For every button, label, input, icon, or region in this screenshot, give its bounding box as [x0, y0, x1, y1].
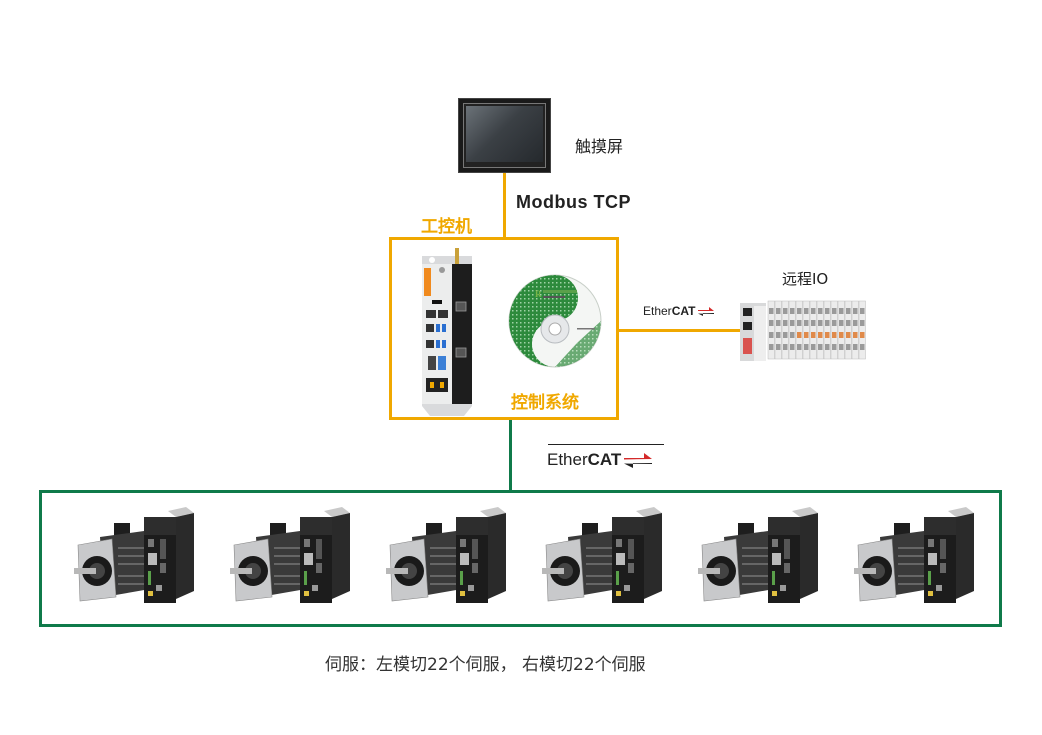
svg-text:R: R — [535, 289, 542, 299]
remote-io-module-icon — [740, 300, 866, 361]
modbus-tcp-label: Modbus TCP — [516, 192, 631, 212]
servo-motor-drive-icon — [72, 505, 197, 610]
servo-motor-drive-icon — [540, 505, 665, 610]
touchscreen-hmi-icon — [458, 98, 551, 173]
servo-group-frame — [39, 490, 1002, 627]
remote-io-label: 远程IO — [782, 270, 829, 288]
control-system-label: 控制系统 — [511, 393, 579, 413]
modbus-connection-line — [503, 173, 506, 237]
ethercat-arrows-icon — [624, 452, 653, 468]
ipc-frame — [389, 237, 619, 420]
ethercat-logo-icon: EtherCAT — [643, 304, 714, 318]
ethercat-suffix: CAT — [587, 450, 622, 469]
ethercat-prefix: Ether — [643, 304, 672, 318]
servo-motor-drive-icon — [696, 505, 821, 610]
touchscreen-label: 触摸屏 — [575, 137, 624, 156]
ethercat-logo-icon: EtherCAT — [547, 450, 653, 470]
ethercat-servo-line — [509, 420, 512, 490]
industrial-pc-icon — [422, 248, 472, 416]
servo-caption: 伺服：左模切22个伺服， 右模切22个伺服 — [325, 655, 646, 675]
ethercat-remote-io-line — [619, 329, 740, 332]
servo-motor-drive-icon — [852, 505, 977, 610]
ethercat-suffix: CAT — [671, 304, 696, 318]
servo-motor-drive-icon — [384, 505, 509, 610]
ethercat-prefix: Ether — [547, 450, 588, 469]
servo-motor-drive-icon — [228, 505, 353, 610]
ipc-label: 工控机 — [421, 217, 472, 237]
ethercat-overline — [548, 444, 664, 445]
ethercat-arrows-icon — [697, 306, 714, 316]
software-cd-icon: R — [508, 274, 602, 368]
